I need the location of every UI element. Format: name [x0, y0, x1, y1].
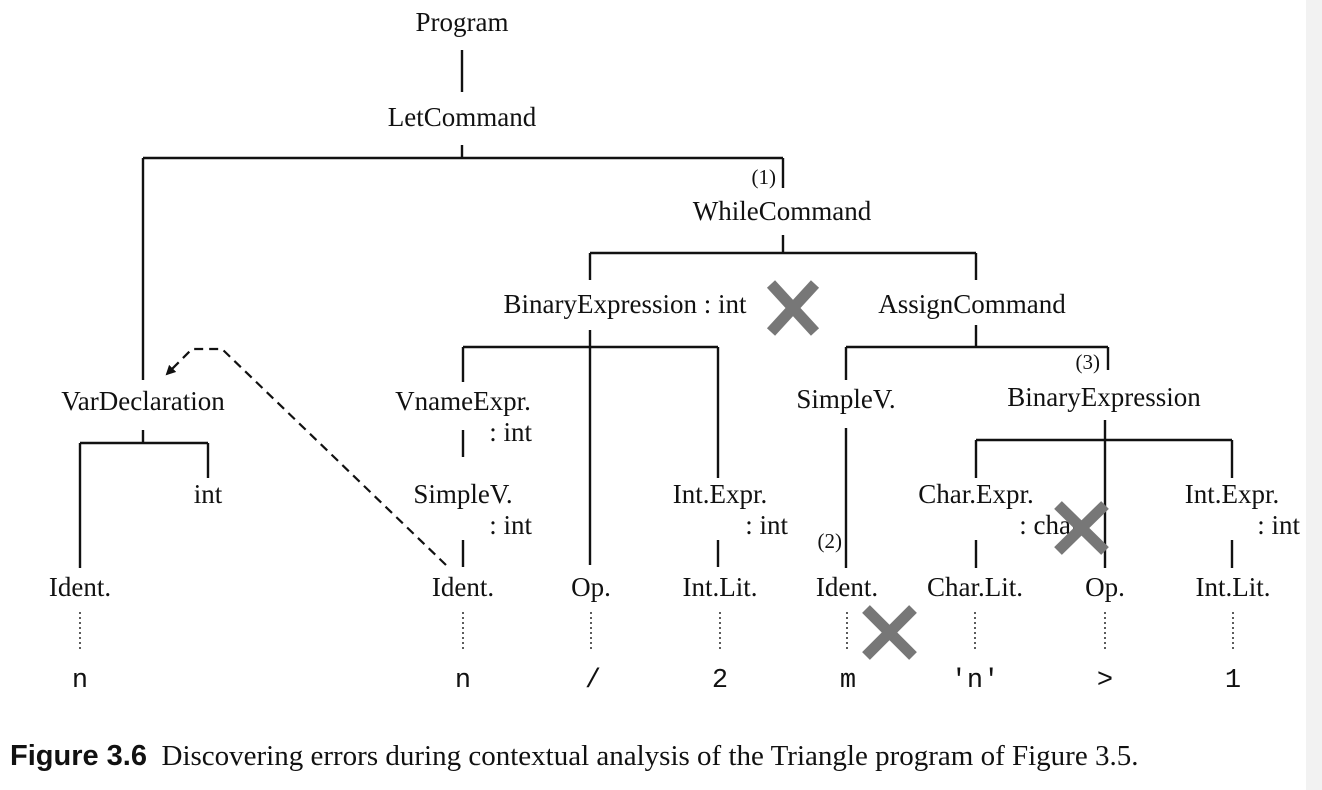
node-cond-ident: Ident.	[432, 572, 494, 602]
edge-letcommand-bracket	[141, 145, 785, 380]
node-simplev-assign: SimpleV.	[796, 384, 895, 414]
node-program: Program	[416, 7, 509, 37]
token-2: 2	[712, 666, 728, 696]
node-vname-expr-type: : int	[489, 417, 532, 447]
marker-2: (2)	[818, 529, 843, 553]
edge-while-bracket	[588, 235, 978, 280]
token-slash: /	[585, 666, 601, 696]
node-char-expr: Char.Expr.	[918, 479, 1034, 509]
node-while-condition: BinaryExpression : int	[504, 289, 747, 319]
token-m: m	[840, 666, 856, 696]
node-int-lit-right: Int.Lit.	[1196, 572, 1271, 602]
token-gt: >	[1097, 666, 1113, 696]
node-var-declaration: VarDeclaration	[61, 386, 225, 416]
edge-varcommand-children	[78, 430, 210, 568]
token-char: 'n'	[951, 666, 1000, 696]
node-simplev-cond-type: : int	[489, 510, 532, 540]
tree-nodes: Program LetCommand WhileCommand VarDecla…	[49, 7, 1301, 602]
node-assign-ident: Ident.	[816, 572, 878, 602]
source-tokens: n n / 2 m 'n' > 1	[72, 666, 1241, 696]
figure-caption-text: Discovering errors during contextual ana…	[161, 740, 1139, 772]
node-var-ident: Ident.	[49, 572, 111, 602]
tree-edges	[78, 50, 1234, 568]
node-let-command: LetCommand	[388, 102, 537, 132]
step-markers: (1) (2) (3)	[752, 165, 1101, 553]
node-int-lit-left: Int.Lit.	[683, 572, 758, 602]
edge-assign-bracket	[844, 325, 1110, 380]
node-int-expr-left: Int.Expr.	[673, 479, 768, 509]
figure-caption: Figure 3.6 Discovering errors during con…	[10, 740, 1310, 773]
error-cross-icon	[862, 605, 917, 660]
node-int-expr-right-type: : int	[1257, 510, 1300, 540]
node-int-expr-right: Int.Expr.	[1185, 479, 1280, 509]
node-assign-expr: BinaryExpression	[1007, 382, 1201, 412]
edge-binexpr2-bracket	[974, 420, 1234, 568]
token-1: 1	[1225, 666, 1241, 696]
figure-label: Figure 3.6	[10, 740, 147, 772]
token-n-2: n	[455, 666, 471, 696]
node-assign-op: Op.	[1085, 572, 1125, 602]
node-assign-command: AssignCommand	[878, 289, 1066, 319]
node-simplev-cond: SimpleV.	[413, 479, 512, 509]
declaration-link-arrow	[165, 347, 447, 566]
error-cross-icon	[1054, 501, 1109, 555]
token-links	[79, 612, 1234, 652]
node-cond-op: Op.	[571, 572, 611, 602]
node-var-type: int	[194, 479, 223, 509]
node-while-command: WhileCommand	[693, 196, 872, 226]
marker-1: (1)	[752, 165, 777, 189]
node-int-expr-left-type: : int	[745, 510, 788, 540]
node-char-lit: Char.Lit.	[927, 572, 1023, 602]
edge-binexpr-bracket	[461, 330, 720, 565]
scan-edge-strip	[1306, 0, 1322, 790]
marker-3: (3)	[1076, 350, 1101, 374]
token-n-1: n	[72, 666, 88, 696]
node-vname-expr: VnameExpr.	[395, 386, 531, 416]
error-cross-icon	[766, 280, 820, 336]
